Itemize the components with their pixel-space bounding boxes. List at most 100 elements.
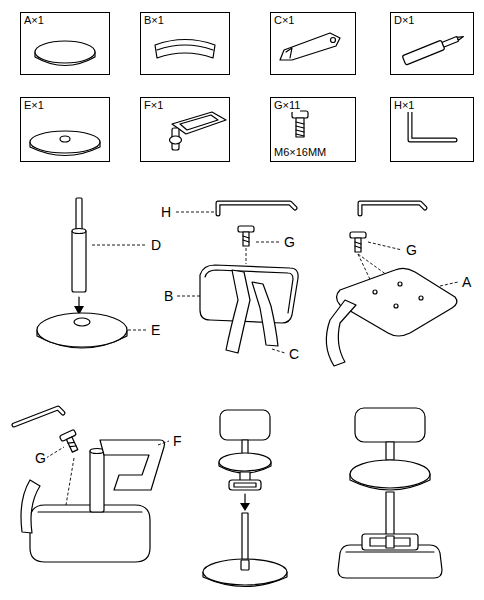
seat-icon-part: [35, 41, 95, 63]
part-count: G×11: [274, 99, 300, 112]
part-letter: F: [172, 433, 183, 449]
part-count: B×1: [144, 14, 164, 27]
footrest-icon-part: [172, 112, 226, 134]
part-box: C×1: [270, 12, 356, 75]
backrest-icon: [155, 40, 215, 59]
backrest-icon-part: [155, 40, 215, 59]
step-5-insert-part: [229, 480, 261, 490]
step-4-footrest: [14, 408, 169, 562]
part-spec: M6×16MM: [274, 146, 326, 159]
step-3-seat-part: [394, 304, 398, 308]
step-1-cylinder-part: [74, 318, 90, 326]
step-2-backrest-part: [218, 203, 295, 214]
step-4-footrest-part: [14, 408, 63, 425]
part-letter: A: [461, 274, 472, 290]
part-box: H×1: [390, 97, 474, 162]
step-3-seat-part: [419, 296, 423, 300]
step-3-seat-part: [373, 290, 377, 294]
step-1-cylinder-part: [92, 245, 147, 246]
step-4-footrest-part: [100, 440, 165, 490]
step-4-footrest-part: [30, 505, 150, 562]
step-5-insert: [203, 410, 287, 587]
step-2-backrest-part: [246, 248, 247, 264]
step-5-insert-part: [203, 559, 287, 585]
step-2-backrest-part: [243, 232, 249, 246]
footrest-icon-part: [170, 136, 182, 144]
footrest-icon-part: [180, 115, 218, 130]
step-1-cylinder: [37, 198, 147, 348]
step-3-seat-part: [368, 242, 402, 250]
part-letter: G: [34, 450, 47, 466]
step-2-backrest-part: [272, 349, 285, 353]
step-1-cylinder-part: [128, 330, 147, 331]
gas-cylinder-icon-part: [442, 36, 459, 47]
gas-cylinder-icon-part: [457, 35, 464, 40]
screw-icon-part: [296, 122, 304, 136]
step-1-cylinder-part: [76, 198, 82, 232]
step-2-backrest-part: [238, 226, 254, 232]
step-3-seat-part: [360, 203, 425, 214]
step-5-insert-part: [219, 453, 271, 471]
step-3-seat-part: [398, 282, 402, 286]
base-icon-part: [60, 136, 70, 142]
allen-key-icon-part: [410, 110, 455, 140]
allen-key-icon: [410, 110, 455, 140]
part-count: F×1: [144, 99, 163, 112]
base-icon-part: [30, 131, 100, 153]
step-6-finished-chair-part: [386, 442, 394, 460]
step-3-seat-part: [350, 232, 366, 238]
step-4-footrest-part: [90, 450, 104, 512]
step-5-insert-part: [240, 503, 250, 511]
step-2-backrest-part: [177, 296, 200, 297]
step-3-seat: [326, 203, 458, 366]
step-4-footrest-part: [14, 408, 63, 425]
step-6-finished-chair-part: [355, 408, 425, 442]
step-4-footrest-part: [68, 441, 76, 449]
part-letter: B: [163, 288, 174, 304]
step-5-insert-part: [220, 410, 270, 440]
part-box: E×1: [20, 97, 110, 162]
step-2-backrest-part: [226, 270, 250, 353]
step-6-finished-chair: [338, 408, 442, 578]
part-letter: D: [150, 237, 162, 253]
part-count: D×1: [394, 14, 415, 27]
step-4-footrest-part: [66, 458, 74, 505]
step-2-backrest-part: [243, 236, 249, 242]
part-box: B×1: [140, 12, 230, 75]
step-3-seat-part: [355, 238, 361, 252]
part-letter: H: [160, 204, 172, 220]
step-1-cylinder-part: [37, 313, 127, 347]
part-count: C×1: [274, 14, 295, 27]
part-box: A×1: [20, 12, 110, 75]
step-3-seat-part: [326, 300, 356, 366]
step-6-finished-chair-part: [350, 460, 430, 488]
base-icon: [30, 131, 100, 156]
part-letter: E: [150, 322, 161, 338]
step-4-footrest-part: [46, 447, 64, 458]
step-6-finished-chair-part: [362, 534, 418, 550]
step-5-insert-part: [241, 560, 249, 570]
footrest-icon: [170, 112, 227, 150]
bracket-icon-part: [331, 38, 336, 43]
part-count: E×1: [24, 99, 44, 112]
step-3-seat-part: [360, 203, 425, 214]
bracket-icon: [280, 33, 340, 60]
step-4-footrest-part: [21, 480, 40, 533]
part-box: F×1: [140, 97, 230, 162]
step-2-backrest-part: [176, 212, 216, 213]
gas-cylinder-icon-part: [402, 40, 445, 65]
step-1-cylinder-part: [72, 230, 86, 292]
part-box: D×1: [390, 12, 474, 75]
screw-icon-part: [296, 118, 304, 137]
step-4-footrest-part: [158, 441, 169, 445]
step-4-footrest-part: [66, 437, 77, 452]
step-2-backrest-part: [256, 242, 280, 243]
part-letter: C: [288, 346, 300, 362]
step-3-seat-part: [337, 268, 457, 336]
step-6-finished-chair-part: [386, 536, 394, 548]
part-count: H×1: [394, 99, 415, 112]
gas-cylinder-icon: [402, 32, 465, 65]
seat-icon: [35, 41, 95, 66]
part-letter: G: [405, 242, 418, 258]
